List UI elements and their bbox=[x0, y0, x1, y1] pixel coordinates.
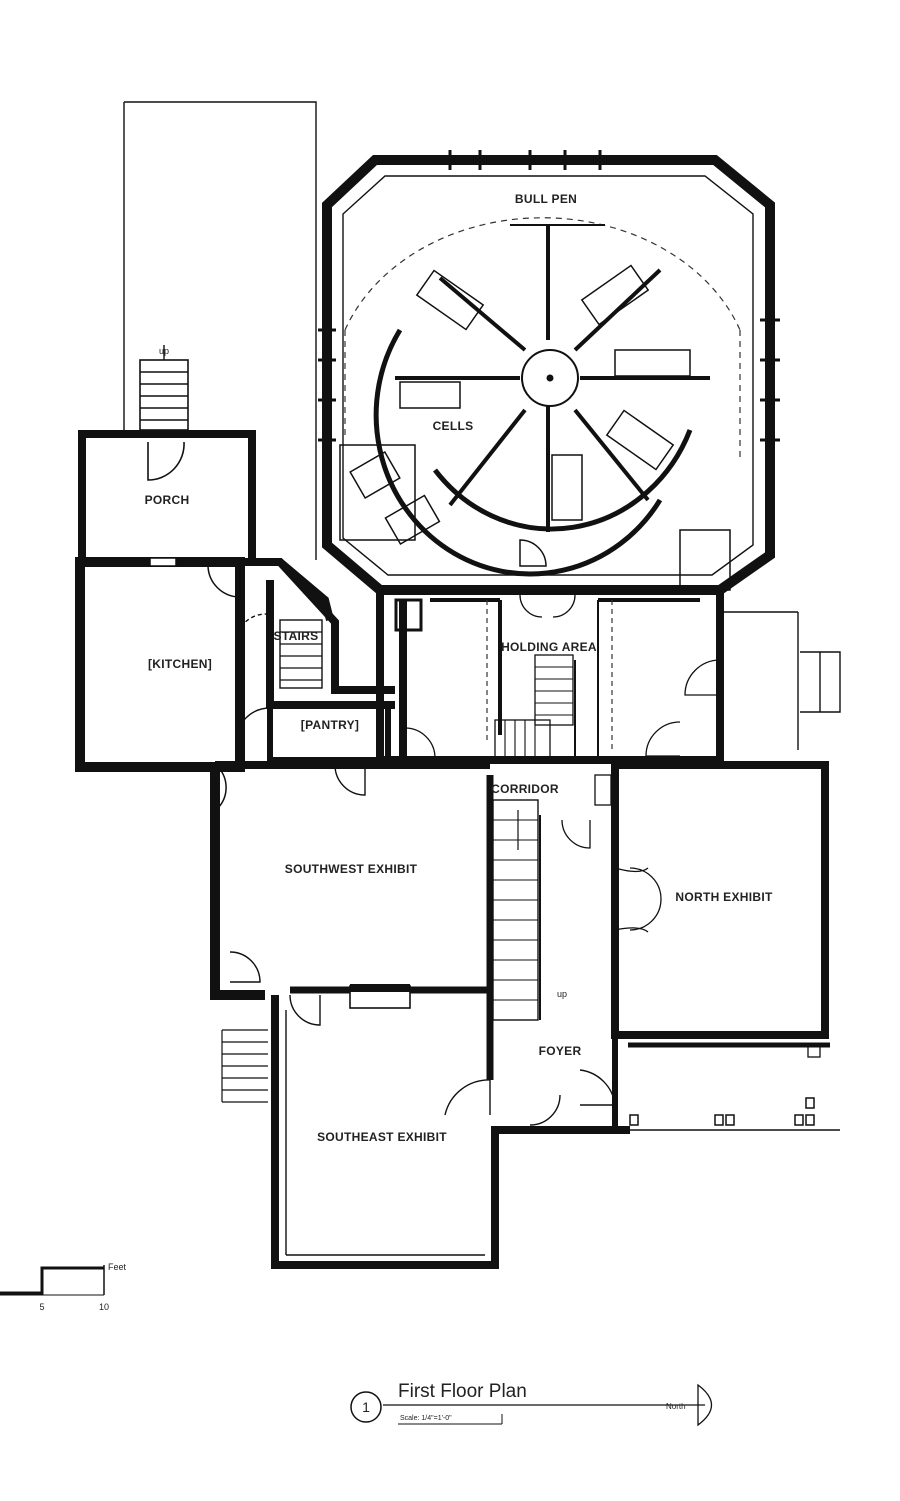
stairs-pantry-block bbox=[235, 558, 395, 763]
room-label-bull-pen: BULL PEN bbox=[515, 192, 577, 206]
room-label-north-exhibit: NORTH EXHIBIT bbox=[675, 890, 773, 904]
foyer-outline bbox=[444, 1035, 830, 1130]
room-label-foyer: FOYER bbox=[539, 1044, 582, 1058]
room-label-corridor: CORRIDOR bbox=[491, 782, 559, 796]
room-label-cells: CELLS bbox=[433, 419, 474, 433]
room-label-stairs: STAIRS bbox=[274, 629, 319, 643]
scale-bar: Feet 5 10 bbox=[0, 1262, 127, 1312]
drawing-number: 1 bbox=[362, 1399, 370, 1415]
drawing-scale: Scale: 1/4"=1'-0" bbox=[400, 1415, 452, 1422]
kitchen-outline bbox=[75, 557, 245, 809]
north-exhibit-outline bbox=[611, 761, 829, 1058]
site-lines bbox=[123, 101, 841, 1131]
scale-unit: Feet bbox=[108, 1262, 127, 1272]
title-block: 1 First Floor Plan Scale: 1/4"=1'-0" Nor… bbox=[350, 1381, 713, 1427]
north-arrow-icon bbox=[697, 1383, 713, 1427]
stair-up-label-porch: up bbox=[159, 346, 169, 356]
room-label-southwest-exhibit: SOUTHWEST EXHIBIT bbox=[285, 862, 418, 876]
southeast-exhibit-outline bbox=[271, 995, 630, 1269]
drawing-title: First Floor Plan bbox=[398, 1381, 527, 1402]
room-label-holding-area: HOLDING AREA bbox=[501, 640, 597, 654]
southwest-exhibit-outline bbox=[210, 761, 494, 1103]
room-label-porch: PORCH bbox=[145, 493, 190, 507]
scale-tick-5: 5 bbox=[39, 1302, 44, 1312]
scale-tick-10: 10 bbox=[99, 1302, 109, 1312]
porch-outline bbox=[78, 345, 256, 566]
north-label: North bbox=[666, 1402, 686, 1411]
room-label-pantry: [PANTRY] bbox=[301, 718, 359, 732]
room-label-kitchen: [KITCHEN] bbox=[148, 657, 212, 671]
stair-up-label-foyer: up bbox=[557, 989, 567, 999]
room-label-southeast-exhibit: SOUTHEAST EXHIBIT bbox=[317, 1130, 447, 1144]
corridor-stair bbox=[492, 774, 612, 1021]
holding-area-outline bbox=[376, 590, 724, 764]
cells-radial bbox=[339, 224, 731, 591]
